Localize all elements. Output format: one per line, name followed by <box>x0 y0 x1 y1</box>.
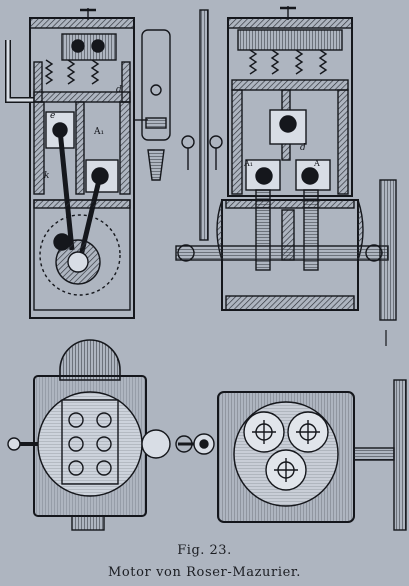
label-left-k: k <box>44 171 49 181</box>
label-right-a: A <box>313 159 320 168</box>
bottom-left-plan-view <box>7 339 171 531</box>
label-left-a1: A₁ <box>93 127 104 137</box>
right-section-view <box>175 6 397 321</box>
label-right-a1: A₁ <box>243 159 253 168</box>
label-left-e: e <box>50 111 55 121</box>
label-left-d: d <box>116 85 122 95</box>
figure-title: Motor von Roser-Mazurier. <box>107 565 302 580</box>
figure-number: Fig. 23. <box>177 543 232 558</box>
left-section-view <box>5 8 171 319</box>
label-right-d: d <box>300 143 306 153</box>
bottom-right-plan-view <box>175 379 407 531</box>
